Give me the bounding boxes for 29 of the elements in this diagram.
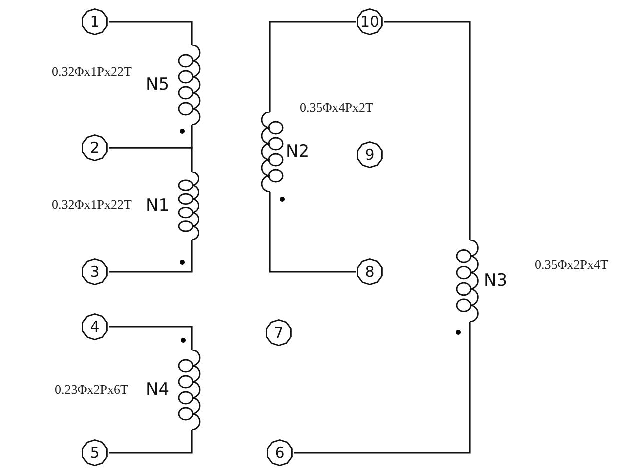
terminal-pin: 8 [356,258,384,286]
terminal-pin: 5 [81,439,109,467]
winding-label: N4 [146,380,170,400]
winding-label: N3 [484,271,508,291]
wire [109,21,193,45]
wire [109,326,193,350]
terminal-pin: 4 [81,313,109,341]
terminal-pin: 1 [81,8,109,36]
wire-spec-label: 0.23Φx2Px6T [55,382,128,398]
wire-spec-label: 0.32Φx1Px22T [52,64,132,80]
terminal-pin: 6 [266,439,294,467]
wire [109,147,193,172]
wire-spec-label: 0.35Φx4Px2T [300,100,374,116]
winding-label: N1 [146,196,170,216]
wire [109,240,193,273]
wire-spec-label: 0.32Φx1Px22T [52,197,132,213]
terminal-pin: 2 [81,134,109,162]
winding-label: N2 [286,142,310,162]
wire [269,21,356,112]
wire-spec-label: 0.35Φx2Px4T [535,257,608,273]
wire [294,322,471,454]
winding-label: N5 [146,75,170,95]
terminal-pin: 10 [356,8,384,36]
terminal-pin: 3 [81,258,109,286]
terminal-pin: 9 [356,141,384,169]
wire [384,21,471,240]
terminal-pin: 7 [265,319,293,347]
wire [269,192,356,273]
wire [109,430,193,454]
